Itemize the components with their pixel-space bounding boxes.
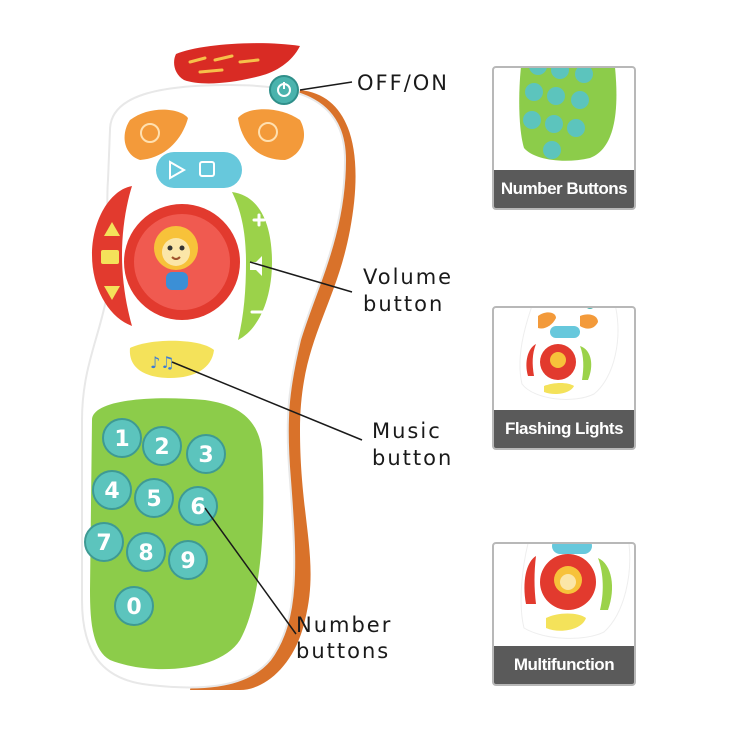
power-callout: OFF/ON [357, 71, 450, 95]
channel-up-icon [104, 222, 120, 236]
key-7-label: 7 [96, 531, 111, 556]
key-6 [178, 486, 218, 526]
power-button [269, 75, 299, 105]
key-2 [142, 426, 182, 466]
music-callout-line [171, 361, 363, 441]
key-4-label: 4 [104, 479, 119, 504]
magnifier-icon [258, 122, 278, 142]
music-callout-line2: button [372, 446, 454, 470]
music-button [129, 340, 214, 378]
right-orange-button [238, 109, 305, 160]
flashing-lights-thumbnail [519, 308, 619, 400]
stop-icon [199, 161, 215, 177]
key-3 [186, 434, 226, 474]
speaker-icon [250, 256, 262, 276]
multifunction-label: Multifunction [494, 646, 634, 684]
key-4 [92, 470, 132, 510]
power-callout-line [299, 81, 353, 91]
number-callout-line2: buttons [296, 639, 391, 663]
number-callout-line1: Number [296, 613, 393, 637]
flashing-lights-label: Flashing Lights [494, 410, 634, 448]
play-icon [169, 160, 187, 180]
key-8-label: 8 [138, 541, 153, 566]
volume-callout-line2: button [363, 292, 445, 316]
key-0-label: 0 [126, 595, 141, 620]
music-note-icon: ♪♫ [150, 353, 175, 372]
top-decor-lines [188, 54, 260, 74]
multifunction-card: Multifunction [492, 542, 636, 686]
key-9-label: 9 [180, 549, 195, 574]
keypad-keys: 1 2 3 4 5 6 7 8 9 0 [84, 418, 226, 626]
face-icon [140, 123, 160, 143]
number-buttons-card: Number Buttons [492, 66, 636, 210]
plus-icon [252, 213, 266, 227]
volume-callout-line1: Volume [363, 265, 454, 289]
key-9 [168, 540, 208, 580]
key-3-label: 3 [198, 443, 213, 468]
key-8 [126, 532, 166, 572]
channel-down-icon [104, 286, 120, 300]
volume-callout-line [249, 261, 353, 293]
key-0 [114, 586, 154, 626]
key-2-label: 2 [154, 435, 169, 460]
multifunction-thumbnail [520, 544, 631, 639]
number-callout-line [204, 507, 297, 635]
key-6-label: 6 [190, 495, 205, 520]
flashing-lights-card: Flashing Lights [492, 306, 636, 450]
music-callout-line1: Music [372, 419, 442, 443]
key-5 [134, 478, 174, 518]
top-decor-panel [174, 43, 300, 84]
left-orange-button [124, 109, 188, 160]
key-7 [84, 522, 124, 562]
key-5-label: 5 [146, 487, 161, 512]
tv-icon [101, 250, 119, 264]
number-buttons-thumbnail [519, 68, 617, 161]
key-1-label: 1 [114, 427, 129, 452]
key-1 [102, 418, 142, 458]
number-buttons-label: Number Buttons [494, 170, 634, 208]
